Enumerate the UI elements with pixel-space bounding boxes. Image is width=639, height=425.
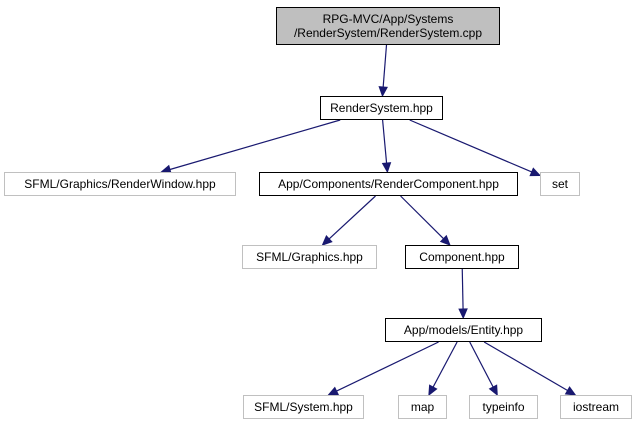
- node-label: set: [551, 177, 568, 191]
- edge-arrowhead: [458, 308, 468, 320]
- edge-arrowhead: [428, 384, 438, 397]
- node-sfml-graphics: SFML/Graphics.hpp: [242, 245, 377, 269]
- edge-render_component_hpp-to-sfml_graphics: [328, 195, 376, 240]
- node-label: SFML/Graphics/RenderWindow.hpp: [24, 177, 216, 191]
- node-iostream: iostream: [560, 395, 632, 419]
- node-label: map: [410, 400, 435, 414]
- node-label: App/Components/RenderComponent.hpp: [278, 177, 499, 191]
- edge-arrowhead: [439, 234, 451, 246]
- edge-arrowhead: [381, 162, 392, 174]
- edge-render_system_hpp-to-sfml_render_window: [169, 119, 341, 171]
- node-set: set: [540, 172, 580, 196]
- node-label: RenderSystem.hpp: [330, 101, 433, 115]
- edge-entity_hpp-to-sfml_system: [336, 341, 439, 392]
- edge-render_system_hpp-to-set: [409, 119, 532, 173]
- node-sfml-render-window: SFML/Graphics/RenderWindow.hpp: [4, 172, 236, 196]
- edge-arrowhead: [321, 235, 333, 246]
- edge-root-to-render_system_hpp: [382, 44, 388, 88]
- edge-arrowhead: [529, 167, 542, 177]
- node-sfml-system: SFML/System.hpp: [243, 395, 364, 419]
- node-render-component-hpp[interactable]: App/Components/RenderComponent.hpp: [259, 172, 518, 196]
- edge-component_hpp-to-entity_hpp: [461, 268, 464, 310]
- node-label: App/models/Entity.hpp: [403, 323, 524, 337]
- edge-entity_hpp-to-iostream: [483, 341, 568, 391]
- node-component-hpp[interactable]: Component.hpp: [405, 245, 519, 269]
- node-typeinfo: typeinfo: [469, 395, 538, 419]
- node-entity-hpp[interactable]: App/models/Entity.hpp: [385, 318, 542, 342]
- edge-render_component_hpp-to-component_hpp: [400, 195, 444, 240]
- node-label: iostream: [572, 400, 619, 414]
- edge-arrowhead: [378, 86, 388, 98]
- root-file-path-line1: RPG-MVC/App/Systems: [322, 12, 454, 26]
- root-file-path-line2: /RenderSystem/RenderSystem.cpp: [293, 26, 483, 40]
- edge-render_system_hpp-to-render_component_hpp: [382, 119, 388, 164]
- edge-arrowhead: [488, 384, 498, 397]
- edge-entity_hpp-to-typeinfo: [469, 341, 494, 388]
- edge-arrowhead: [327, 386, 340, 396]
- node-label: typeinfo: [482, 400, 525, 414]
- node-label: SFML/Graphics.hpp: [256, 250, 363, 264]
- edge-arrowhead: [564, 386, 577, 396]
- edge-entity_hpp-to-map: [432, 341, 458, 388]
- node-label: Component.hpp: [419, 250, 505, 264]
- node-label: SFML/System.hpp: [254, 400, 353, 414]
- node-root-file[interactable]: RPG-MVC/App/Systems /RenderSystem/Render…: [276, 7, 500, 45]
- node-map: map: [398, 395, 447, 419]
- node-render-system-hpp[interactable]: RenderSystem.hpp: [320, 96, 443, 120]
